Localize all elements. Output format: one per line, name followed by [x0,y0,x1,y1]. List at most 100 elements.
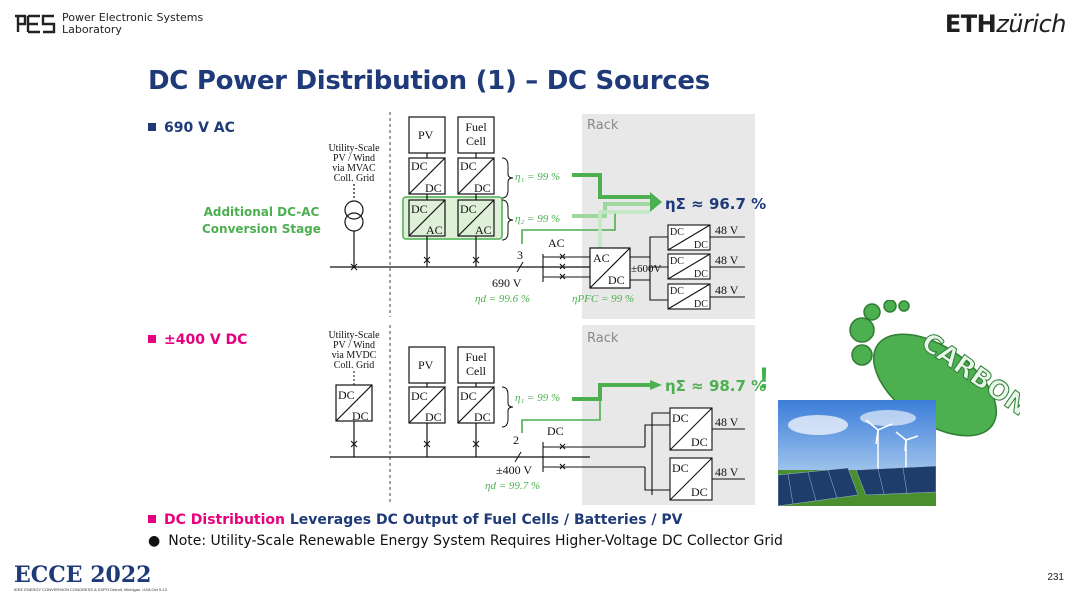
pfc-ac-label: AC [593,251,610,265]
ac-utility-2: PV / Wind [333,153,375,164]
dc-dcdc-1-top: DC [672,411,689,425]
ac-eta-pfc: ηPFC = 99 % [572,293,634,305]
breaker-icon [350,440,480,448]
ac-utility-1: Utility-Scale [328,143,380,154]
section-dc-heading: ±400 V DC [148,332,247,348]
ac-dc-label: DC [411,202,428,216]
bullet-note-text: Note: Utility-Scale Renewable Energy Sys… [168,533,783,549]
brace-icon [501,199,514,241]
dc-eta-d: ηd = 99.7 % [485,480,540,492]
ac-utility-3: via MVAC [332,163,376,174]
eth-logo: ETHzürich [945,10,1067,38]
dc-eta1: η₁ = 99 % [515,392,560,404]
fuel-box [457,116,495,154]
dc-dc-bot: DC [474,410,491,424]
section-ac-heading: 690 V AC [148,120,235,136]
bullet-dc-distribution-rest: Leverages DC Output of Fuel Cells / Batt… [284,512,683,528]
dc-dcdc-2-bot: DC [691,485,708,499]
dcdc-2-bot: DC [694,269,708,280]
breaker-icon [350,256,480,271]
dc-switch-label: DC [547,424,564,438]
lab-name-line1: Power Electronic Systems [62,11,204,24]
ac-eta-d: ηd = 99.6 % [475,293,530,305]
ac-eta1: η₁ = 99 % [515,171,560,183]
brace-icon [501,157,514,199]
dc-utility-1: Utility-Scale [328,330,380,341]
bullet-note: ● Note: Utility-Scale Renewable Energy Sy… [148,533,783,549]
utility-dc-top: DC [338,388,355,402]
ac-phases: 3 [517,248,523,262]
lab-name-line2: Laboratory [62,23,122,36]
dc-dc-top: DC [411,389,428,403]
bullet-dc-distribution-highlight: DC Distribution [164,512,285,528]
ac-dc-top: DC [460,159,477,173]
dc-fuel-2: Cell [466,364,487,378]
ac-switch-icon [542,253,590,282]
pv-box [408,116,446,154]
intermediate-voltage: ±600V [631,263,662,275]
additional-stage-label-2: Conversion Stage [202,222,321,236]
carbon-footprint-icon: CARBON [849,300,1020,437]
dc-dcdc-1-bot: DC [691,435,708,449]
lab-name: Power Electronic Systems Laboratory [62,12,203,36]
dc-pv-box [408,346,446,384]
bullet-square [148,515,156,523]
bullet-square [148,123,156,131]
ac-out-1: 48 V [715,223,739,237]
additional-stage-label-1: Additional DC-AC [203,205,320,219]
brace-icon [501,386,514,428]
dcdc-1-bot: DC [694,240,708,251]
ac-bus-voltage: 690 V [492,276,522,290]
ac-out-2: 48 V [715,253,739,267]
efficiency-flow-arrows [521,380,662,433]
dc-dcdc-2-top: DC [672,461,689,475]
ac-ac-label: AC [426,223,443,237]
dcdc-3-top: DC [670,286,684,297]
ac-dc-top: DC [411,159,428,173]
ac-utility-4: Coll. Grid [334,173,375,184]
ac-out-3: 48 V [715,283,739,297]
ecce-subtitle: IEEE ENERGY CONVERSION CONGRESS & EXPO D… [14,587,167,592]
rack-area-dc [582,325,755,505]
dc-switch-icon [542,442,645,472]
dc-utility-2: PV / Wind [333,340,375,351]
bullet-dc-distribution: DC Distribution Leverages DC Output of F… [148,512,683,528]
solar-wind-photo [778,400,936,506]
ac-rack-label: Rack [587,118,619,133]
ac-dc-label: DC [460,202,477,216]
ecce-logo-text: ECCE 2022 [14,562,151,586]
additional-stage-label: Additional DC-AC Conversion Stage [202,204,321,238]
dcdc-3-bot: DC [694,299,708,310]
efficiency-flow-arrows [521,173,662,252]
ac-dc-bottom: DC [474,181,491,195]
utility-dc-bot: DC [352,409,369,423]
dc-dc-top: DC [460,389,477,403]
bullet-square [148,335,156,343]
section-dc-heading-text: ±400 V DC [164,332,248,348]
page-number: 231 [1047,572,1064,583]
dc-distribution-diagram: Utility-Scale PV / Wind via MVDC Coll. G… [328,325,766,505]
dc-fuel-1: Fuel [465,350,487,364]
dc-bus-voltage: ±400 V [496,463,532,477]
ac-fuel-2: Cell [466,134,487,148]
dc-out-2: 48 V [715,465,739,479]
eth-logo-italic: zürich [996,10,1066,38]
dcdc-1-top: DC [670,227,684,238]
ac-dc-bottom: DC [425,181,442,195]
pfc-dc-label: DC [608,273,625,287]
ac-eta2: η₂ = 99 % [515,213,560,225]
ac-distribution-diagram: Utility-Scale PV / Wind via MVAC Coll. G… [328,112,766,317]
bullet-dot: ● [148,533,161,549]
dc-dc-bot: DC [425,410,442,424]
dc-out-1: 48 V [715,415,739,429]
dc-rack-label: Rack [587,331,619,346]
ac-pv-label: PV [418,128,434,142]
ac-switch-label: AC [548,236,565,250]
ac-ac-label: AC [475,223,492,237]
dc-pv-label: PV [418,358,434,372]
dc-utility-3: via MVDC [332,350,377,361]
additional-stage-highlight [402,196,503,240]
pes-logo [15,14,56,34]
dc-utility-4: Coll. Grid [334,360,375,371]
exclamation-mark: ! [759,362,769,395]
